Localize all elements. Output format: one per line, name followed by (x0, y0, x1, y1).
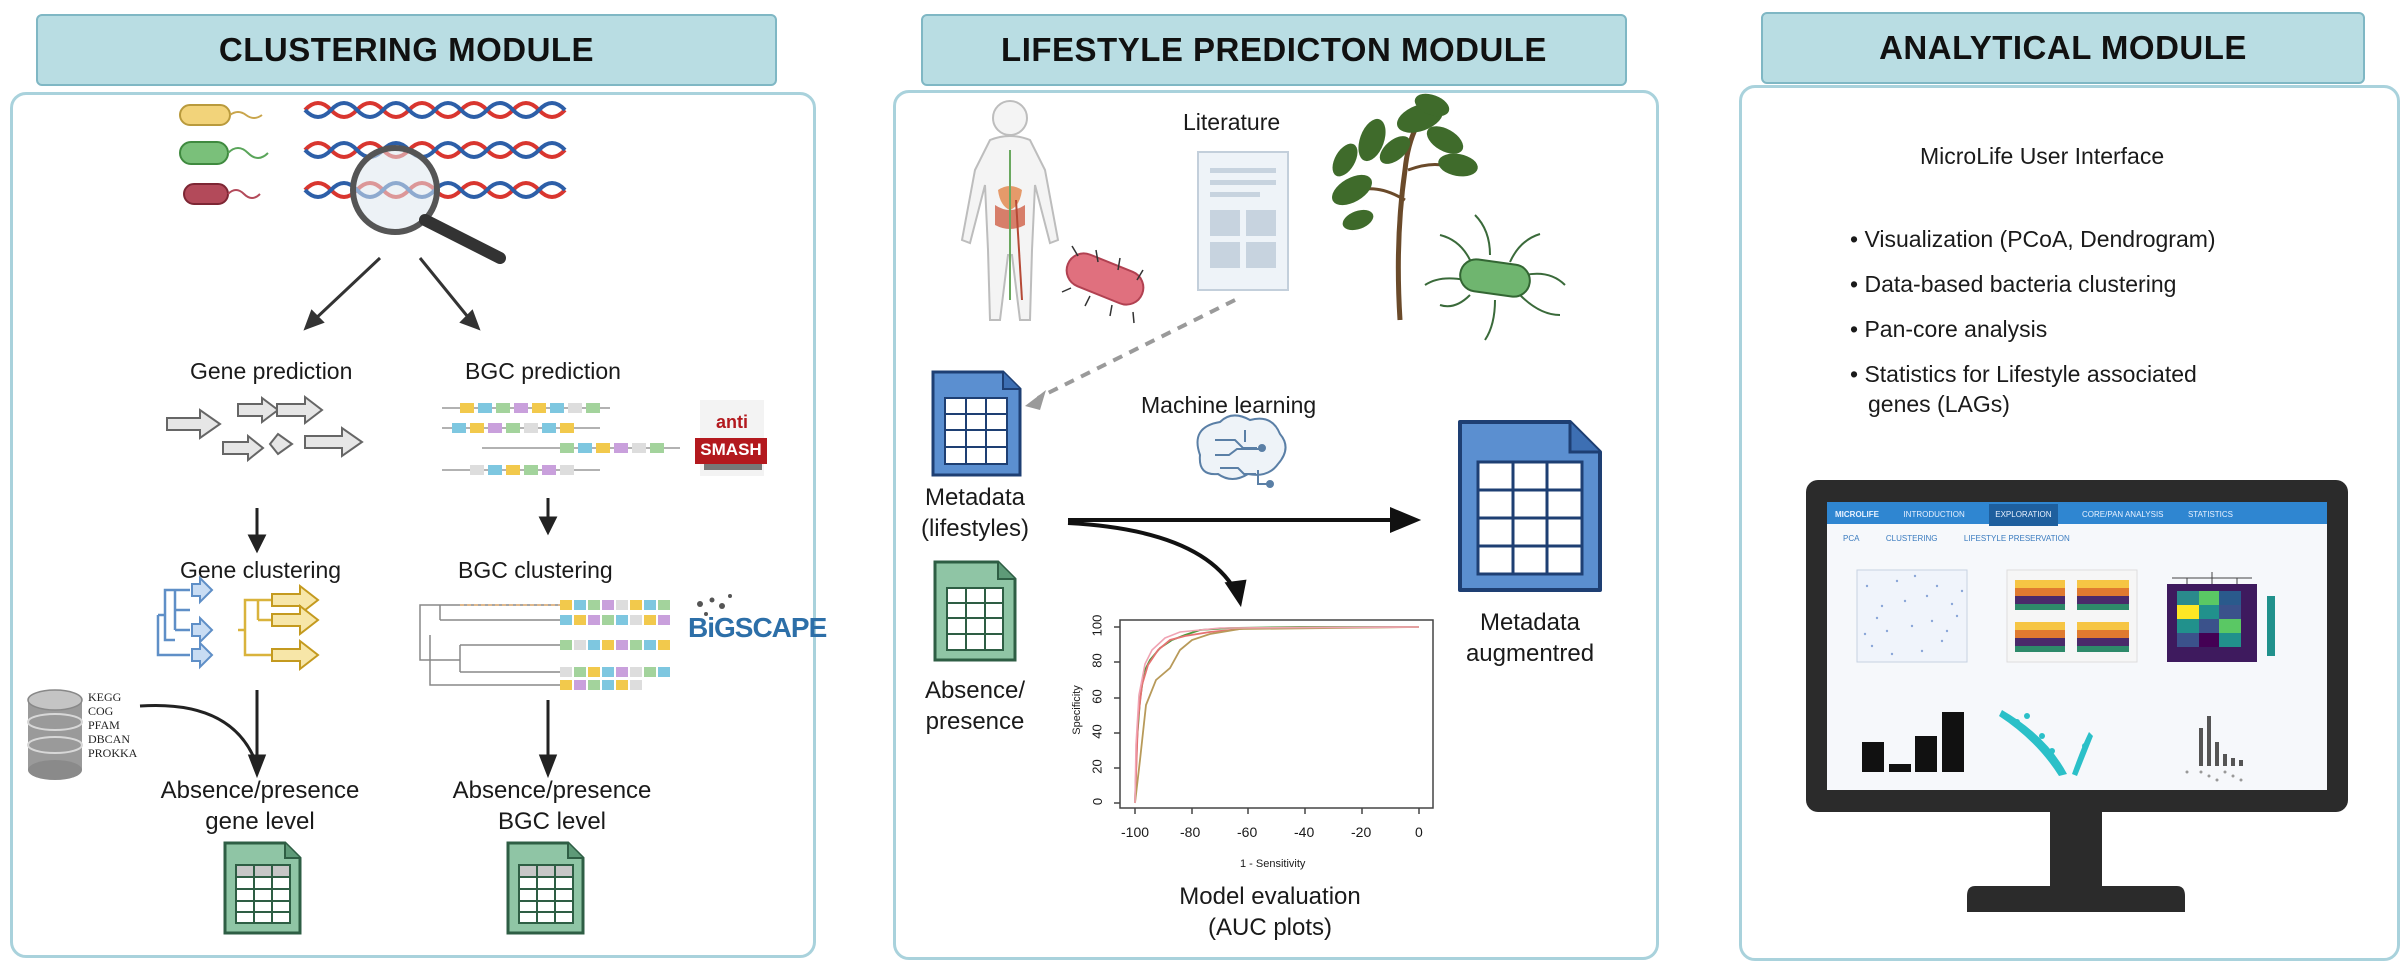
nav-tab-exploration[interactable]: EXPLORATION (1989, 504, 2058, 526)
roc-ytick-40: 40 (1089, 724, 1105, 739)
down-arrows-2 (139, 690, 558, 779)
model-evaluation-label: Model evaluation (AUC plots) (1150, 881, 1390, 943)
model-eval-line1: Model evaluation (1179, 883, 1361, 910)
antismash-text-bottom: SMASH (700, 440, 762, 459)
clustering-module-header: CLUSTERING MODULE (36, 14, 777, 86)
metadata-line1: Metadata (924, 484, 1026, 511)
database-dbcan: DBCAN (88, 732, 131, 746)
absence-presence-label: Absence/ presence (900, 675, 1050, 737)
feature-item-pancore: • Pan-core analysis (1850, 316, 2048, 342)
database-list: KEGG COG PFAM DBCAN PROKKA (88, 690, 137, 760)
absence-gene-line1: Absence/presence (160, 777, 360, 804)
dashboard-plots (1856, 569, 2275, 782)
bgc-prediction-icon (440, 398, 720, 502)
nav-tab-introduction[interactable]: INTRODUCTION (1903, 510, 1965, 519)
roc-xlabel: 1 - Sensitivity (1240, 858, 1306, 870)
roc-ytick-80: 80 (1089, 653, 1105, 668)
feature-text: Statistics for Lifestyle associated (1864, 361, 2197, 387)
database-pfam: PFAM (88, 718, 120, 732)
lifestyle-module-header: LIFESTYLE PREDICTON MODULE (921, 14, 1627, 86)
analytical-module-header: ANALYTICAL MODULE (1761, 12, 2365, 84)
absence-gene-line2: gene level (205, 808, 315, 835)
magnifier-icon (350, 145, 506, 264)
roc-xtick-0: 0 (1415, 824, 1423, 840)
down-arrows-1 (247, 498, 558, 554)
database-icon (27, 689, 83, 780)
roc-ylabel: Specificity (1071, 685, 1083, 735)
feature-list: • Visualization (PCoA, Dendrogram) • Dat… (1850, 224, 2216, 419)
volcano-plot (1999, 710, 2093, 776)
monitor-screen: MICROLIFE INTRODUCTION EXPLORATION CORE/… (1827, 502, 2327, 790)
antismash-text-top: anti (715, 412, 748, 432)
feature-text: Data-based bacteria clustering (1864, 271, 2177, 297)
feature-text: genes (LAGs) (1868, 391, 2010, 417)
bacteria-icon (179, 104, 269, 205)
feature-text: Visualization (PCoA, Dendrogram) (1864, 226, 2216, 252)
gene-clustering-label: Gene clustering (180, 557, 342, 583)
roc-ytick-100: 100 (1089, 614, 1105, 637)
clustering-panel (10, 92, 816, 958)
bar-plot (1862, 712, 1964, 772)
upset-plot (2185, 716, 2243, 782)
app-navbar: MICROLIFE INTRODUCTION EXPLORATION CORE/… (1827, 502, 2327, 526)
split-arrows (303, 256, 481, 331)
subtab-pca[interactable]: PCA (1843, 534, 1860, 543)
absence-line1: Absence/ (924, 677, 1026, 704)
bgc-prediction-label: BGC prediction (465, 358, 621, 384)
metadata-line2: (lifestyles) (920, 515, 1029, 542)
antismash-logo (695, 400, 767, 476)
app-brand: MICROLIFE (1835, 510, 1879, 519)
gene-clustering-icon (156, 588, 190, 657)
roc-xtick-neg40: -40 (1294, 824, 1315, 840)
metadata-augmented-label: Metadata augmentred (1450, 607, 1610, 669)
database-kegg: KEGG (88, 690, 122, 704)
augmented-line1: Metadata (1479, 609, 1581, 636)
bgc-clustering-label: BGC clustering (458, 557, 613, 583)
absence-presence-gene-label: Absence/presence gene level (140, 775, 380, 837)
roc-ytick-20: 20 (1089, 759, 1105, 774)
app-subnav: PCA CLUSTERING LIFESTYLE PRESERVATION (1827, 524, 2327, 546)
roc-xtick-neg80: -80 (1180, 824, 1201, 840)
absence-bgc-line2: BGC level (497, 808, 607, 835)
metadata-lifestyles-label: Metadata (lifestyles) (900, 482, 1050, 544)
gene-prediction-label: Gene prediction (190, 358, 353, 384)
absence-bgc-line1: Absence/presence (452, 777, 652, 804)
roc-ytick-60: 60 (1089, 689, 1105, 704)
heatmap-plot (2167, 572, 2275, 662)
roc-xtick-neg100: -100 (1121, 824, 1150, 840)
nav-tab-core-pan[interactable]: CORE/PAN ANALYSIS (2082, 510, 2164, 519)
roc-ytick-0: 0 (1090, 797, 1106, 806)
pcoa-scatter-plot (1856, 569, 1968, 663)
subtab-clustering[interactable]: CLUSTERING (1885, 534, 1938, 543)
feature-text: Pan-core analysis (1864, 316, 2048, 342)
feature-item-statistics: • Statistics for Lifestyle associated (1850, 361, 2197, 387)
augmented-line2: augmentred (1465, 640, 1595, 667)
database-prokka: PROKKA (88, 746, 138, 760)
bigscape-logo-dots (697, 594, 732, 616)
gene-cluster-arrows-yellow (271, 583, 320, 672)
roc-xtick-neg60: -60 (1237, 824, 1258, 840)
feature-item-lags: genes (LAGs) (1850, 389, 2216, 419)
machine-learning-label: Machine learning (1141, 392, 1317, 418)
bgc-clustering-icon (419, 600, 670, 690)
literature-label: Literature (1183, 109, 1281, 135)
absence-presence-bgc-label: Absence/presence BGC level (432, 775, 672, 837)
subtab-lifestyle[interactable]: LIFESTYLE PRESERVATION (1963, 534, 2070, 543)
absence-line2: presence (925, 708, 1025, 735)
bigscape-logo-text: BiGSCAPE (688, 612, 827, 643)
nav-tab-statistics[interactable]: STATISTICS (2187, 510, 2234, 519)
ui-title: MicroLife User Interface (1920, 143, 2165, 169)
roc-xtick-neg20: -20 (1351, 824, 1372, 840)
feature-item-clustering: • Data-based bacteria clustering (1850, 271, 2177, 297)
model-eval-line2: (AUC plots) (1207, 914, 1333, 941)
stacked-bar-panels (2006, 569, 2138, 663)
feature-item-visualization: • Visualization (PCoA, Dendrogram) (1850, 226, 2216, 252)
gene-cluster-arrows-blue (191, 575, 214, 670)
gene-clustering-icon-2 (238, 598, 272, 657)
database-cog: COG (88, 704, 114, 718)
gene-prediction-icon (166, 394, 364, 463)
